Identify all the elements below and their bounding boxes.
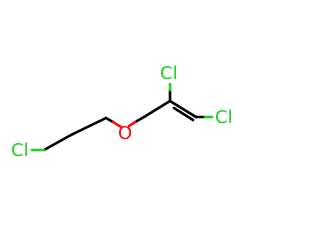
bond-c4-c5 (142, 99, 172, 119)
molecule-canvas: Cl O Cl Cl (11, 63, 233, 161)
atom-cl-left: Cl (11, 140, 29, 161)
atom-cl-upper: Cl (160, 63, 178, 84)
bond-c5-c6-second (172, 106, 195, 122)
bond-o-c4-red (127, 119, 139, 128)
structure-diagram: Cl O Cl Cl (11, 63, 233, 161)
bond-o-c4 (135, 115, 146, 123)
bond-c3-o-red (111, 120, 123, 129)
atom-cl-right: Cl (215, 107, 233, 128)
bond-c5-c6 (168, 99, 198, 119)
bond-c3-o (104, 116, 115, 124)
bond-c1-c2 (42, 133, 73, 152)
atom-oxygen: O (118, 123, 132, 144)
bond-c2-c3 (71, 116, 108, 136)
